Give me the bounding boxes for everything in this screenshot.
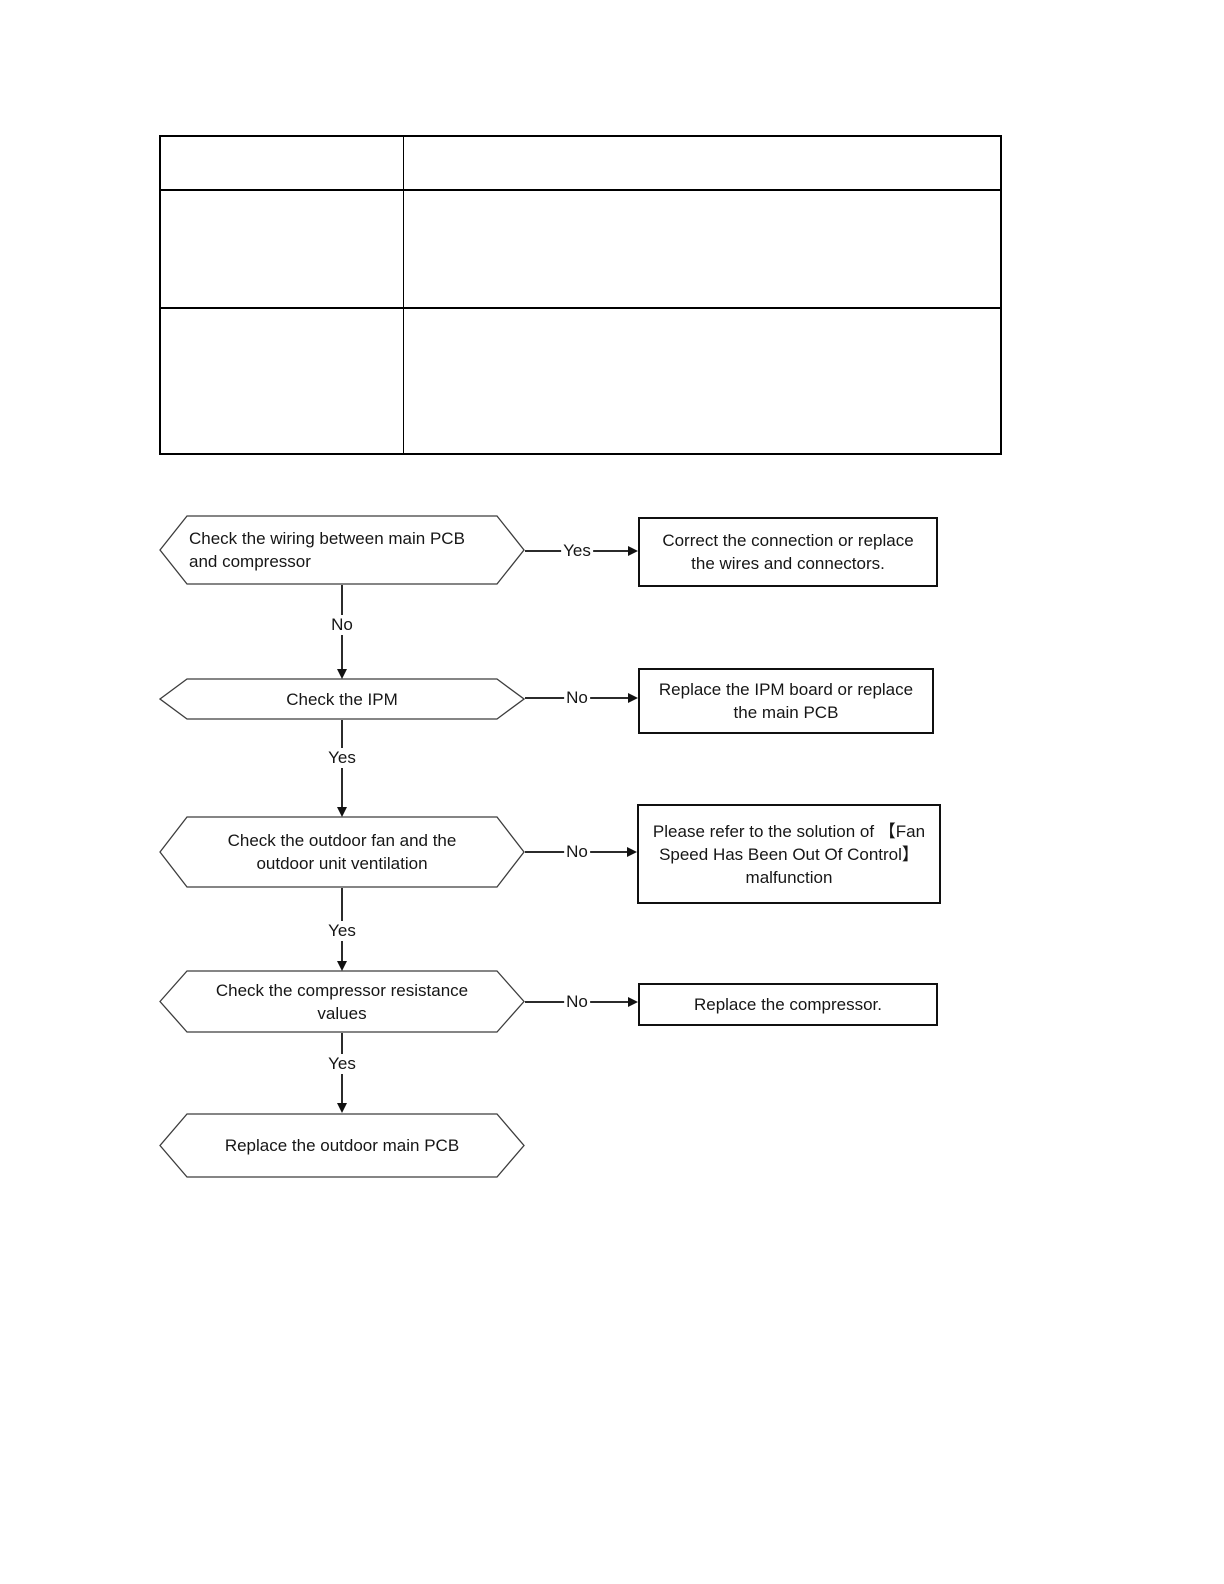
branch-label-yes: Yes xyxy=(326,748,358,768)
branch-label-no: No xyxy=(329,615,355,635)
action-replace-compressor: Replace the compressor. xyxy=(638,983,938,1026)
branch-label-yes: Yes xyxy=(326,1054,358,1074)
branch-label-no: No xyxy=(564,992,590,1012)
decision-text: Check the IPM xyxy=(286,689,398,709)
decision-text: outdoor unit ventilation xyxy=(256,854,428,873)
decision-text: values xyxy=(317,1003,367,1023)
arrowhead-right-icon xyxy=(628,693,638,703)
action-replace-ipm-board: Replace the IPM board or replace the mai… xyxy=(638,668,934,734)
action-text: Replace the compressor. xyxy=(693,995,883,1014)
decision-check-ipm: Check the IPM xyxy=(159,678,525,720)
action-text: Replace the IPM board or replace xyxy=(658,680,914,699)
table-cell xyxy=(404,191,1000,307)
action-refer-fan-speed-solution: Please refer to the solution of 【Fan Spe… xyxy=(637,804,941,904)
decision-text: Check the outdoor fan and the xyxy=(227,831,457,850)
arrowhead-down-icon xyxy=(337,807,347,817)
info-table xyxy=(159,135,1002,455)
table-cell xyxy=(404,309,1000,453)
table-row-divider xyxy=(161,189,1000,191)
terminal-replace-outdoor-main-pcb: Replace the outdoor main PCB xyxy=(159,1113,525,1178)
decision-text: Replace the outdoor main PCB xyxy=(224,1136,460,1155)
branch-label-no: No xyxy=(564,688,590,708)
action-text: Correct the connection or replace xyxy=(662,531,914,550)
arrowhead-down-icon xyxy=(337,1103,347,1113)
arrowhead-down-icon xyxy=(337,961,347,971)
decision-text: Check the wiring between main PCB xyxy=(189,529,465,548)
action-text: Speed Has Been Out Of Control】 xyxy=(659,844,919,864)
arrowhead-right-icon xyxy=(628,546,638,556)
action-correct-connection: Correct the connection or replace the wi… xyxy=(638,517,938,587)
table-cell xyxy=(161,137,403,189)
branch-label-yes: Yes xyxy=(561,541,593,561)
arrowhead-down-icon xyxy=(337,669,347,679)
action-text: the main PCB xyxy=(733,703,839,722)
branch-label-yes: Yes xyxy=(326,921,358,941)
decision-check-wiring: Check the wiring between main PCB and co… xyxy=(159,515,525,585)
table-cell xyxy=(161,191,403,307)
decision-check-compressor-resistance: Check the compressor resistance values xyxy=(159,970,525,1033)
action-text: Please refer to the solution of 【Fan xyxy=(652,821,926,841)
table-column-divider xyxy=(403,137,404,453)
decision-text: and compressor xyxy=(189,552,311,571)
table-cell xyxy=(404,137,1000,189)
decision-text: Check the compressor resistance xyxy=(215,980,469,1000)
branch-label-no: No xyxy=(564,842,590,862)
arrowhead-right-icon xyxy=(628,997,638,1007)
action-text: the wires and connectors. xyxy=(691,554,885,573)
decision-check-outdoor-fan: Check the outdoor fan and the outdoor un… xyxy=(159,816,525,888)
table-row-divider xyxy=(161,307,1000,309)
action-text: malfunction xyxy=(745,867,833,887)
arrowhead-right-icon xyxy=(627,847,637,857)
table-cell xyxy=(161,309,403,453)
